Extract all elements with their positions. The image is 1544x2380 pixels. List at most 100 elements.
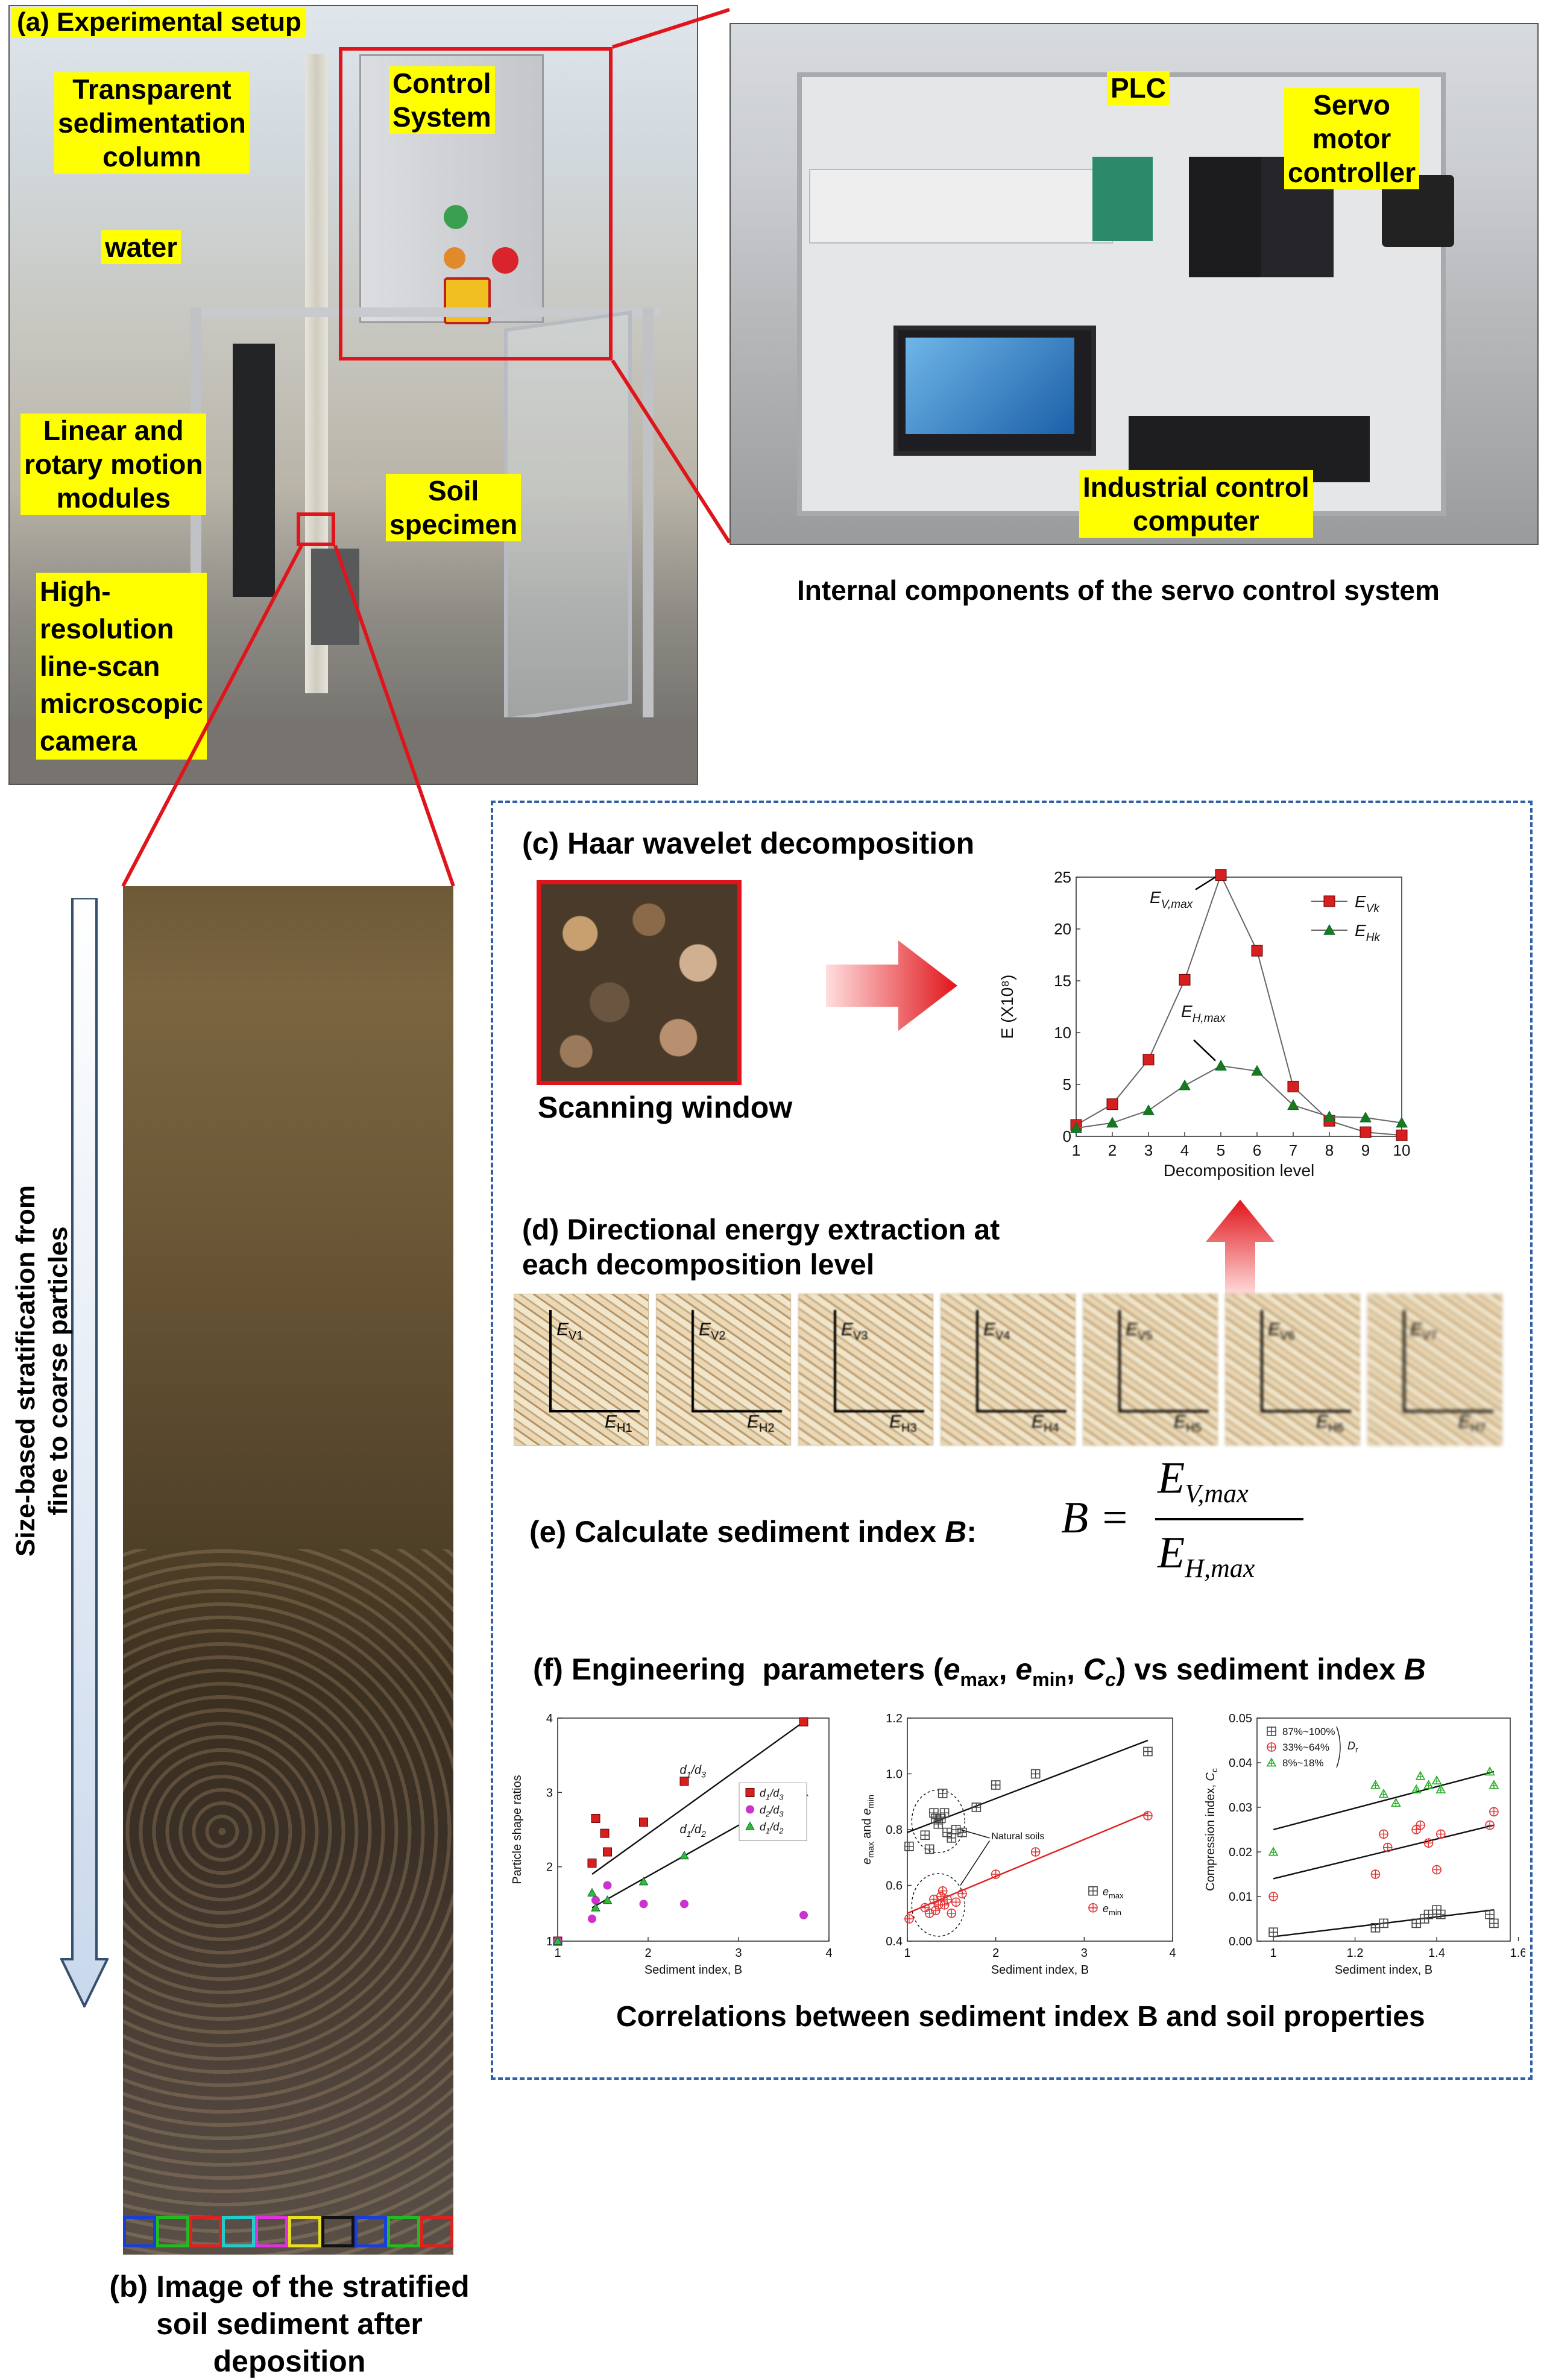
scan-window-8 — [354, 2216, 388, 2247]
x-tick-label: 1.4 — [1428, 1947, 1445, 1960]
x-tick-label: 6 — [1253, 1141, 1261, 1159]
decomposition-tile-1: EV1 EH1 — [514, 1294, 649, 1446]
point-0-10 — [947, 1834, 956, 1842]
point-1-14 — [1032, 1848, 1040, 1856]
tile-eh-label: EH1 — [605, 1412, 632, 1435]
compression-index-chart: 11.21.41.60.000.010.020.030.040.05Sedime… — [1200, 1706, 1525, 1989]
label-column: Transparent sedimentation column — [54, 72, 250, 174]
c: and — [860, 1815, 874, 1842]
point-E_Hk-5-shape — [1215, 1060, 1226, 1070]
label-soil-specimen: Soil specimen — [386, 474, 521, 541]
legend-marker-1 — [1267, 1743, 1276, 1751]
a: e — [1103, 1903, 1109, 1915]
legend-marker-1 — [1089, 1904, 1097, 1912]
natural-arrow-2 — [960, 1841, 989, 1886]
point-E_Vk-9-shape — [1360, 1127, 1371, 1138]
power-supply — [1092, 157, 1153, 241]
point-0-2-cross — [925, 1845, 934, 1853]
legend-brace — [1337, 1727, 1340, 1768]
point-0-3-shape — [600, 1829, 609, 1837]
x-tick-label: 1.2 — [1347, 1947, 1364, 1960]
point-E_Vk-3-shape — [1143, 1054, 1154, 1065]
panel-f-caption: Correlations between sediment index B an… — [616, 2000, 1425, 2033]
x-tick-label: 5 — [1217, 1141, 1225, 1159]
panel-d-title: (d) Directional energy extraction at eac… — [522, 1213, 1000, 1283]
x-tick-label: 4 — [1169, 1947, 1176, 1960]
point-2-1 — [588, 1889, 596, 1897]
natural-soils-label: Natural soils — [991, 1831, 1044, 1842]
point-0-4-shape — [603, 1848, 612, 1856]
scan-window-2 — [156, 2216, 189, 2247]
x-tick-label: 10 — [1393, 1141, 1411, 1159]
control-system-highlight — [339, 47, 613, 360]
a: Compression index, — [1204, 1781, 1217, 1891]
x-tick-label: 2 — [1108, 1141, 1117, 1159]
specimen-highlight — [297, 512, 335, 546]
d: 3 — [701, 1770, 706, 1780]
x-tick-label: 8 — [1325, 1141, 1334, 1159]
tile-ev-label: EV5 — [1126, 1320, 1152, 1343]
point-0-8-cross — [941, 1809, 949, 1817]
x-tick-label: 3 — [1081, 1947, 1088, 1960]
x-axis-label: Sediment index, B — [1335, 1963, 1432, 1977]
point-0-0 — [905, 1842, 913, 1851]
point-0-2 — [925, 1845, 934, 1853]
vertical-axis — [549, 1310, 552, 1412]
point-E_Vk-4-shape — [1179, 974, 1190, 985]
annotation-eh-max: EH,max — [1181, 1002, 1226, 1025]
point-1-5-shape — [680, 1900, 688, 1908]
legend-marker-1 — [746, 1805, 754, 1814]
c: /d — [769, 1821, 780, 1833]
point-1-10 — [947, 1909, 956, 1918]
frame-post-right — [643, 307, 654, 717]
point-1-15 — [1144, 1812, 1152, 1820]
void-ratio-chart: 12340.40.60.81.01.2Sediment index, Bemax… — [856, 1706, 1194, 1989]
point-E_Vk-9 — [1360, 1127, 1371, 1138]
point-E_Hk-5 — [1215, 1060, 1226, 1070]
b: 1 — [766, 1827, 770, 1836]
point-2-5 — [1416, 1772, 1425, 1780]
scan-window-7 — [321, 2216, 354, 2247]
point-1-3 — [603, 1881, 612, 1890]
point-1-1 — [921, 1904, 929, 1912]
formula: B = EV,max EH,max — [1061, 1453, 1314, 1598]
motion-module-photo — [233, 344, 275, 597]
x-tick-label: 3 — [735, 1947, 742, 1960]
point-E_Vk-2 — [1107, 1099, 1118, 1110]
legend-sub: Hk — [1366, 931, 1381, 944]
c: /d — [769, 1804, 780, 1816]
point-1-0 — [1269, 1892, 1278, 1901]
scan-window-3 — [189, 2216, 222, 2247]
point-0-10-cross — [947, 1834, 956, 1842]
panel-e-var: B — [945, 1515, 966, 1549]
legend-marker-0-cross — [1267, 1727, 1276, 1736]
y-tick-label: 0.4 — [886, 1935, 903, 1948]
point-E_Hk-4 — [1179, 1080, 1190, 1090]
point-1-12 — [958, 1889, 966, 1898]
label-plc: PLC — [1107, 71, 1170, 105]
b: 1 — [766, 1793, 770, 1802]
point-0-16 — [1144, 1748, 1152, 1756]
b: 1 — [687, 1770, 692, 1780]
tile-ev-label: EV4 — [983, 1320, 1010, 1343]
point-E_Vk-4 — [1179, 974, 1190, 985]
point-1-6 — [799, 1911, 808, 1919]
camera-photo — [311, 549, 359, 645]
y-tick-label: 2 — [546, 1861, 553, 1874]
y-axis-label: E (X10⁸) — [998, 975, 1016, 1039]
decomposition-tile-4: EV4 EH4 — [941, 1294, 1076, 1446]
scan-window-10 — [420, 2216, 453, 2247]
up-arrow — [1201, 1200, 1279, 1296]
annotation-ev-max: EV,max — [1150, 888, 1194, 911]
point-2-0 — [1269, 1848, 1278, 1856]
panel-c-title: (c) Haar wavelet decomposition — [522, 826, 974, 861]
legend-label-1: EHk — [1355, 921, 1381, 944]
scan-window-6 — [288, 2216, 321, 2247]
legend-label-2: 8%~18% — [1282, 1757, 1324, 1769]
point-1-7 — [939, 1887, 947, 1895]
point-0-0-cross — [1269, 1928, 1278, 1936]
y-axis-label: Particle shape ratios — [511, 1775, 524, 1884]
point-0-2 — [591, 1815, 600, 1823]
point-E_Vk-10 — [1396, 1130, 1407, 1141]
a: e — [1103, 1886, 1109, 1898]
